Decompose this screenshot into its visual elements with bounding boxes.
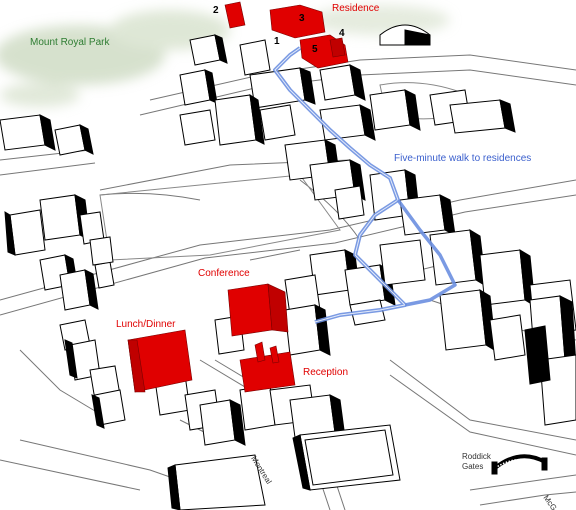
- residence-number-3: 3: [299, 13, 305, 24]
- residence-number-5: 5: [312, 44, 318, 55]
- campus-buildings: [0, 24, 576, 510]
- residence-number-2: 2: [213, 5, 219, 16]
- roddick-gates-label: Roddick Gates: [462, 452, 491, 472]
- walking-route: [273, 46, 457, 324]
- walk-label: Five-minute walk to residences: [394, 153, 532, 164]
- roddick-gates-label-line1: Roddick: [462, 452, 491, 461]
- residence-number-4: 4: [339, 28, 345, 39]
- lunch-dinner-label: Lunch/Dinner: [116, 319, 176, 330]
- highlighted-buildings: [127, 1, 349, 393]
- reception-building: [239, 351, 296, 393]
- residence-label: Residence: [332, 3, 380, 14]
- residence-building-2: [224, 1, 246, 29]
- residence-number-1: 1: [274, 36, 280, 47]
- roddick-gates: [491, 454, 548, 475]
- conference-label: Conference: [198, 268, 250, 279]
- mount-royal-park-label: Mount Royal Park: [30, 37, 110, 48]
- residence-building-3: [269, 4, 326, 39]
- conference-building: [227, 283, 273, 337]
- reception-label: Reception: [303, 367, 349, 378]
- roddick-gates-label-line2: Gates: [462, 462, 484, 471]
